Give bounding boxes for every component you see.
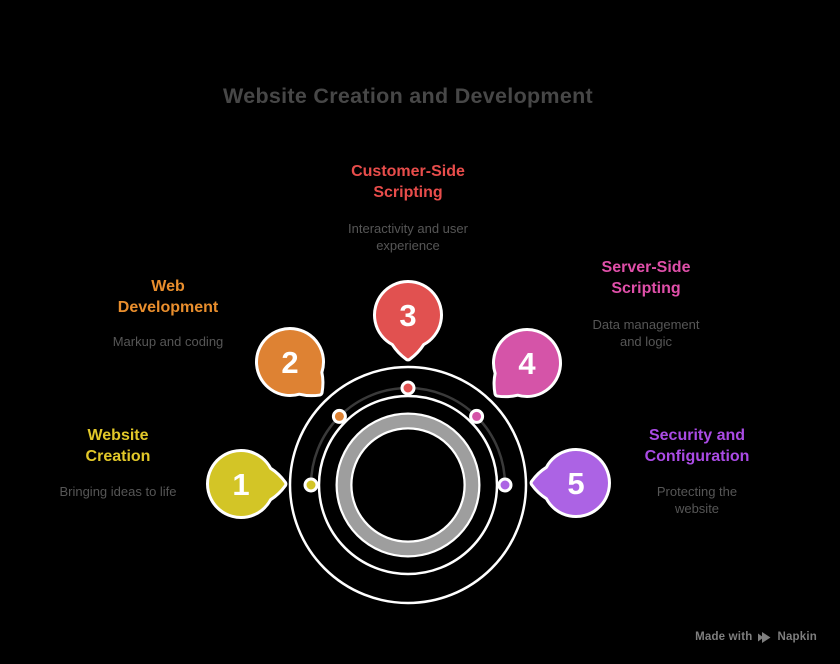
watermark-brand: Napkin [777,631,817,643]
node-number-5: 5 [567,466,584,501]
watermark[interactable]: Made with Napkin [695,631,817,643]
middle-circle [317,394,499,576]
node-bubble-1[interactable] [206,449,288,519]
node-number-3: 3 [399,298,416,333]
outer-circle [288,365,528,605]
node-bubble-3[interactable] [373,280,443,362]
node-title-1: Website Creation [85,427,151,465]
node-desc-5: Protecting the website [656,484,738,516]
node-title-2: Web Development [117,278,219,316]
node-bubble-2[interactable] [243,315,346,418]
node-number-4: 4 [518,346,536,381]
orbit-dot-1 [303,477,319,493]
orbit-dot-5 [497,477,513,493]
watermark-prefix: Made with [695,631,753,643]
orbit-dot-4 [469,408,485,424]
napkin-logo-icon [758,631,771,643]
node-title-4: Server-Side Scripting [601,259,691,297]
node-desc-2: Markup and coding [112,334,224,349]
orbit-dot-3 [400,380,416,396]
node-title-3: Customer-Side Scripting [351,163,465,201]
node-5: 5 [529,448,611,518]
node-title-5: Security and Configuration [644,427,750,465]
orbit-dot-2 [331,408,347,424]
node-bubble-4[interactable] [472,316,575,419]
node-3: 3 [373,280,443,362]
node-desc-1: Bringing ideas to life [59,484,177,499]
node-number-2: 2 [281,345,298,380]
node-2: 2 [243,315,346,418]
node-desc-4: Data management and logic [592,317,700,349]
node-4: 4 [472,316,575,419]
hub-ring [337,414,479,556]
node-1: 1 [206,449,288,519]
node-bubble-5[interactable] [529,448,611,518]
node-number-1: 1 [232,467,249,502]
page-title: Website Creation and Development [223,84,593,108]
node-desc-3: Interactivity and user experience [348,221,468,253]
